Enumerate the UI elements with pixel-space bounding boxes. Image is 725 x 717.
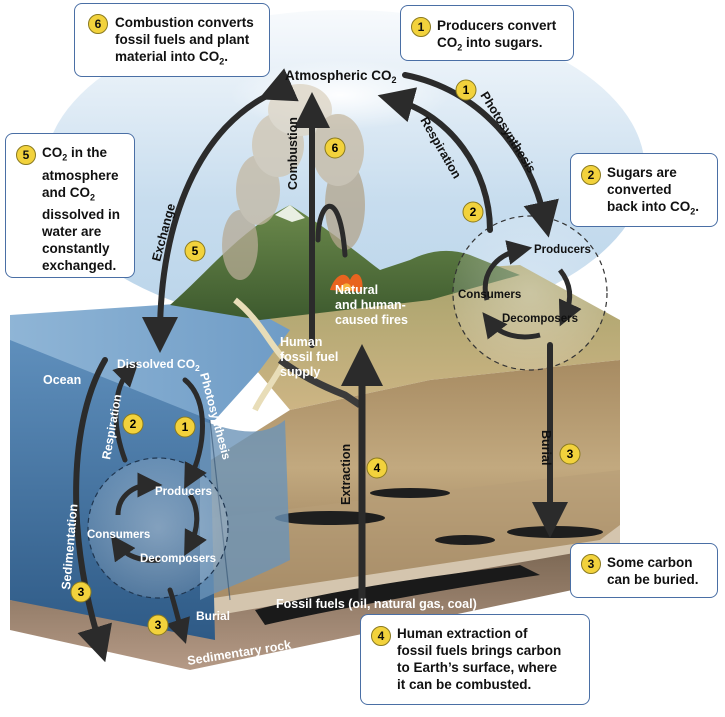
ocean-decomposers-label: Decomposers — [140, 553, 216, 565]
svg-text:2: 2 — [470, 205, 477, 219]
svg-text:3: 3 — [567, 447, 574, 461]
arrow-photosynthesis-land — [402, 72, 559, 238]
marker-5: 5 — [184, 240, 206, 262]
callout-5-line1: CO2 in the — [42, 145, 108, 163]
callout-4-number: 4 — [371, 626, 391, 646]
burial-ocean-label: Burial — [196, 609, 230, 623]
land-decomposers-label: Decomposers — [502, 313, 578, 325]
markers: 1 2 3 4 5 6 1 2 3 3 — [70, 79, 581, 636]
callout-2-line1: Sugars are — [607, 165, 677, 180]
svg-text:2: 2 — [130, 417, 137, 431]
callout-1-number: 1 — [411, 17, 431, 37]
arrow-burial-ocean — [166, 587, 190, 644]
marker-4: 4 — [366, 457, 388, 479]
callout-1: 1 Producers convert CO2 into sugars. — [400, 5, 574, 61]
svg-text:3: 3 — [78, 585, 85, 599]
callout-3-line2: can be buried. — [607, 572, 699, 587]
callout-4: 4 Human extraction of fossil fuels bring… — [360, 614, 590, 705]
callout-3: 3 Some carbon can be buried. — [570, 543, 718, 598]
svg-text:1: 1 — [182, 420, 189, 434]
marker-2-land: 2 — [462, 201, 484, 223]
marker-1-land: 1 — [455, 79, 477, 101]
arrow-sedimentation — [73, 357, 112, 663]
callout-5-number: 5 — [16, 145, 36, 165]
callout-4-line4: it can be combusted. — [397, 677, 532, 692]
callout-5-line3: and CO2 — [42, 184, 96, 203]
dissolved-co2-label: Dissolved CO2 — [117, 357, 200, 373]
marker-6: 6 — [324, 137, 346, 159]
ocean-producers-label: Producers — [155, 486, 212, 498]
marker-2-ocean: 2 — [122, 413, 144, 435]
callout-5-line4: dissolved in — [42, 207, 121, 223]
arrow-photosynthesis-ocean — [182, 377, 207, 490]
callout-2-number: 2 — [581, 165, 601, 185]
land-consumers-label: Consumers — [458, 289, 521, 301]
ocean-label: Ocean — [43, 373, 81, 387]
arrow-respiration-ocean — [112, 361, 139, 463]
callout-6-line1: Combustion converts — [115, 15, 254, 30]
ocean-cycle-bubble — [87, 457, 229, 599]
callout-1-line1: Producers convert — [437, 18, 557, 33]
svg-text:1: 1 — [463, 83, 470, 97]
callout-6-line3: material into CO2. — [115, 49, 229, 67]
callout-5: 5 CO2 in the atmosphere and CO2 dissolve… — [5, 133, 135, 278]
arrow-respiration-land — [377, 87, 493, 233]
fossil-fuel-supply-label: Human fossil fuel supply — [280, 335, 342, 379]
marker-3-land: 3 — [559, 443, 581, 465]
callout-2: 2 Sugars are converted back into CO2. — [570, 153, 718, 227]
ocean-consumers-label: Consumers — [87, 529, 150, 541]
fires-label: Natural and human- caused fires — [335, 283, 409, 327]
callout-5-line2: atmosphere — [42, 167, 119, 183]
callout-6-line2: fossil fuels and plant — [115, 32, 250, 47]
extraction-label: Extraction — [339, 444, 353, 505]
fossil-fuels-label: Fossil fuels (oil, natural gas, coal) — [276, 597, 477, 611]
callout-3-line1: Some carbon — [607, 555, 693, 570]
callout-4-line1: Human extraction of — [397, 626, 528, 641]
callout-6: 6 Combustion converts fossil fuels and p… — [74, 3, 270, 77]
svg-text:4: 4 — [374, 461, 381, 475]
atmospheric-co2-label: Atmospheric CO2 — [285, 68, 397, 85]
callout-5-line6: constantly — [42, 241, 110, 257]
callout-3-number: 3 — [581, 554, 601, 574]
callout-2-line3: back into CO2. — [607, 199, 700, 217]
callout-2-line2: converted — [607, 182, 672, 197]
arrow-exchange — [142, 68, 299, 353]
svg-text:5: 5 — [192, 244, 199, 258]
callout-1-line2: CO2 into sugars. — [437, 35, 543, 53]
burial-land-label: Burial — [539, 430, 553, 465]
callout-4-line3: to Earth’s surface, where — [397, 660, 558, 675]
marker-3-ocean-a: 3 — [70, 581, 92, 603]
callout-6-number: 6 — [88, 14, 108, 34]
callout-5-line7: exchanged. — [42, 258, 117, 274]
land-cycle-bubble — [452, 215, 608, 371]
combustion-label: Combustion — [286, 117, 300, 190]
marker-3-ocean-b: 3 — [147, 614, 169, 636]
svg-text:6: 6 — [332, 141, 339, 155]
callout-4-line2: fossil fuels brings carbon — [397, 643, 562, 658]
flow-arrows — [73, 68, 568, 663]
land-producers-label: Producers — [534, 244, 591, 256]
svg-text:3: 3 — [155, 618, 162, 632]
marker-1-ocean: 1 — [174, 416, 196, 438]
callout-5-line5: water are — [42, 224, 102, 240]
